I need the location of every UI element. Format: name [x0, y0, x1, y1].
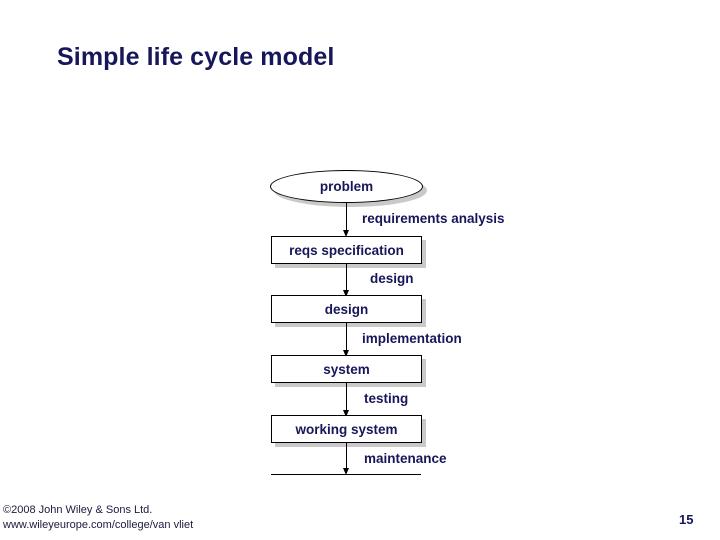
edge-label-requirements-analysis: requirements analysis [362, 211, 505, 226]
edge-arrowhead-problem-to-reqs [343, 230, 349, 237]
edge-label-design: design [370, 271, 414, 286]
edge-label-maintenance: maintenance [364, 451, 447, 466]
page-number: 15 [679, 512, 694, 527]
node-working-system[interactable]: working system [271, 415, 422, 443]
edge-arrowhead-system-to-working-system [343, 410, 349, 417]
edge-line-working-system-to-final [346, 443, 347, 471]
node-system-label: system [323, 361, 370, 377]
edge-arrowhead-working-system-to-final [343, 468, 349, 475]
footer-credit: ©2008 John Wiley & Sons Ltd. www.wileyeu… [3, 503, 193, 533]
edge-line-system-to-working-system [346, 383, 347, 411]
footer-copyright: ©2008 John Wiley & Sons Ltd. [3, 504, 153, 516]
edge-arrowhead-reqs-to-design [343, 290, 349, 297]
node-design-label: design [324, 301, 369, 317]
slide-title: Simple life cycle model [57, 43, 335, 71]
node-working-system-label: working system [295, 421, 398, 437]
node-problem[interactable]: problem [270, 170, 423, 203]
edge-line-design-to-system [346, 323, 347, 351]
edge-line-reqs-to-design [346, 264, 347, 292]
node-reqs-specification-label: reqs specification [289, 242, 404, 258]
edge-arrowhead-design-to-system [343, 350, 349, 357]
footer-url: www.wileyeurope.com/college/van vliet [3, 519, 194, 531]
node-final-open-line[interactable] [271, 455, 421, 475]
node-problem-label: problem [319, 179, 374, 194]
node-design[interactable]: design [271, 295, 422, 323]
node-reqs-specification[interactable]: reqs specification [271, 236, 422, 264]
edge-line-problem-to-reqs [346, 203, 347, 232]
edge-label-implementation: implementation [362, 331, 462, 346]
node-system[interactable]: system [271, 355, 422, 383]
edge-label-testing: testing [364, 391, 409, 406]
